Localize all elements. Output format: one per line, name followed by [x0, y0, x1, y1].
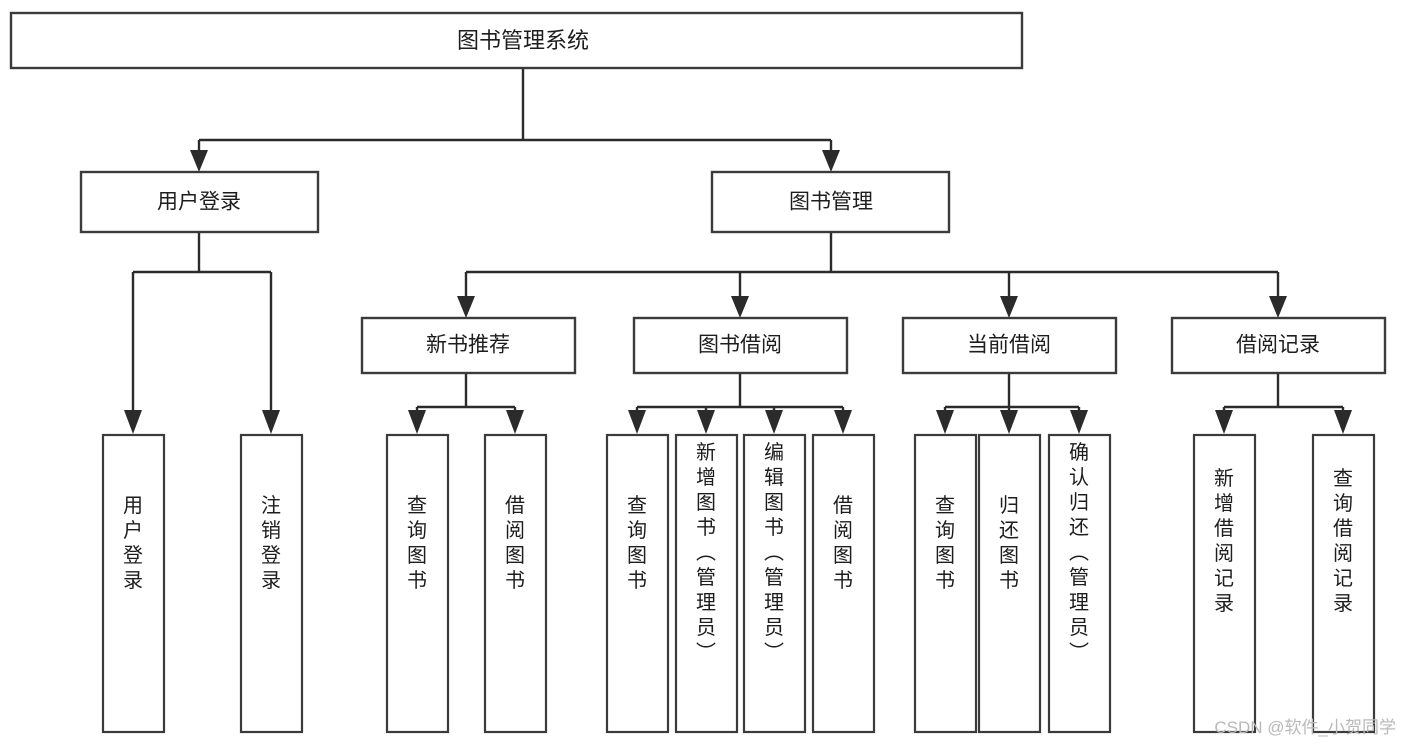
leaf-return-book-label: 归还图书 — [999, 494, 1019, 592]
arrow-book-manage — [822, 150, 840, 172]
leaf-add-record-label: 新增借阅记录 — [1214, 467, 1234, 615]
root-label: 图书管理系统 — [457, 28, 589, 53]
book-borrow-label: 图书借阅 — [698, 334, 782, 357]
leaf-logout-login-box[interactable] — [239, 433, 304, 734]
node-leaf-edit-book[interactable]: 编辑图书︵管理员︶ — [742, 433, 807, 734]
leaf-confirm-return-label: 确认归还︵管理员︶ — [1069, 441, 1089, 664]
leaf-query-record-label: 查询借阅记录 — [1333, 467, 1353, 615]
leaf-query-book-2-box[interactable] — [605, 433, 670, 734]
leaf-user-login-box[interactable] — [101, 433, 166, 734]
node-leaf-borrow-book-1[interactable]: 借阅图书 — [483, 433, 548, 734]
leaf-add-record-box[interactable] — [1192, 433, 1257, 734]
arrow-current-borrow — [1000, 296, 1018, 318]
node-root[interactable]: 图书管理系统 — [9, 11, 1024, 70]
borrow-record-box[interactable] — [1170, 316, 1387, 375]
arrow-leaf-logout-login — [262, 410, 280, 434]
leaf-borrow-book-2-box[interactable] — [811, 433, 876, 734]
new-book-recommend-label: 新书推荐 — [426, 334, 510, 357]
arrow-leaf-borrow-book-1 — [506, 410, 524, 434]
node-user-login[interactable]: 用户登录 — [79, 170, 320, 234]
connectors-layer — [124, 68, 1352, 434]
book-borrow-box[interactable] — [632, 316, 849, 375]
leaf-query-record-box[interactable] — [1311, 433, 1376, 734]
current-borrow-label: 当前借阅 — [967, 334, 1051, 357]
node-leaf-confirm-return[interactable]: 确认归还︵管理员︶ — [1047, 433, 1112, 734]
node-current-borrow[interactable]: 当前借阅 — [901, 316, 1118, 375]
arrow-borrow-record — [1269, 296, 1287, 318]
arrow-book-borrow — [731, 296, 749, 318]
node-leaf-logout-login[interactable]: 注销登录 — [239, 433, 304, 734]
leaf-borrow-book-1-label: 借阅图书 — [505, 494, 525, 592]
node-borrow-record[interactable]: 借阅记录 — [1170, 316, 1387, 375]
leaf-edit-book-box[interactable] — [742, 433, 807, 734]
node-leaf-add-record[interactable]: 新增借阅记录 — [1192, 433, 1257, 734]
leaf-nodes-layer: 用户登录 注销登录 查询图书 借阅图书 查询图书 新增图书︵管理员︶ 编辑图书︵… — [101, 433, 1376, 734]
arrow-leaf-query-record — [1334, 410, 1352, 434]
leaf-borrow-book-2-label: 借阅图书 — [833, 494, 853, 592]
leaf-query-book-1-box[interactable] — [385, 433, 450, 734]
node-book-borrow[interactable]: 图书借阅 — [632, 316, 849, 375]
node-leaf-borrow-book-2[interactable]: 借阅图书 — [811, 433, 876, 734]
book-manage-label: 图书管理 — [789, 191, 873, 214]
leaf-add-book-label: 新增图书︵管理员︶ — [696, 441, 716, 664]
borrow-record-label: 借阅记录 — [1236, 334, 1320, 357]
watermark-text: CSDN @软件_小贺同学 — [1214, 718, 1396, 737]
book-manage-box[interactable] — [710, 170, 951, 234]
arrow-leaf-query-book-2 — [628, 410, 646, 434]
leaf-query-book-2-label: 查询图书 — [627, 494, 647, 592]
leaf-edit-book-label: 编辑图书︵管理员︶ — [764, 441, 784, 664]
leaf-query-book-3-label: 查询图书 — [935, 494, 955, 592]
arrow-leaf-add-book — [697, 410, 715, 434]
new-book-recommend-box[interactable] — [360, 316, 577, 375]
leaf-return-book-box[interactable] — [977, 433, 1042, 734]
arrow-leaf-edit-book — [765, 410, 783, 434]
arrow-user-login — [190, 150, 208, 172]
leaf-user-login-label: 用户登录 — [123, 495, 143, 592]
node-leaf-query-record[interactable]: 查询借阅记录 — [1311, 433, 1376, 734]
node-leaf-add-book[interactable]: 新增图书︵管理员︶ — [674, 433, 739, 734]
leaf-add-book-box[interactable] — [674, 433, 739, 734]
arrow-leaf-query-book-1 — [408, 410, 426, 434]
current-borrow-box[interactable] — [901, 316, 1118, 375]
root-box[interactable] — [9, 11, 1024, 70]
leaf-query-book-3-box[interactable] — [913, 433, 978, 734]
leaf-borrow-book-1-box[interactable] — [483, 433, 548, 734]
leaf-logout-login-label: 注销登录 — [261, 494, 281, 592]
arrow-leaf-user-login — [124, 410, 142, 434]
arrow-new-book-recommend — [457, 296, 475, 318]
arrow-leaf-confirm-return — [1070, 410, 1088, 434]
user-login-label: 用户登录 — [157, 191, 241, 214]
arrow-leaf-borrow-book-2 — [834, 410, 852, 434]
arrow-leaf-query-book-3 — [936, 410, 954, 434]
arrow-leaf-return-book — [1000, 410, 1018, 434]
arrow-leaf-add-record — [1215, 410, 1233, 434]
node-leaf-query-book-2[interactable]: 查询图书 — [605, 433, 670, 734]
leaf-query-book-1-label: 查询图书 — [407, 494, 427, 592]
user-login-box[interactable] — [79, 170, 320, 234]
node-leaf-return-book[interactable]: 归还图书 — [977, 433, 1042, 734]
node-new-book-recommend[interactable]: 新书推荐 — [360, 316, 577, 375]
node-leaf-user-login[interactable]: 用户登录 — [101, 433, 166, 734]
node-leaf-query-book-3[interactable]: 查询图书 — [913, 433, 978, 734]
node-leaf-query-book-1[interactable]: 查询图书 — [385, 433, 450, 734]
leaf-confirm-return-box[interactable] — [1047, 433, 1112, 734]
node-book-manage[interactable]: 图书管理 — [710, 170, 951, 234]
